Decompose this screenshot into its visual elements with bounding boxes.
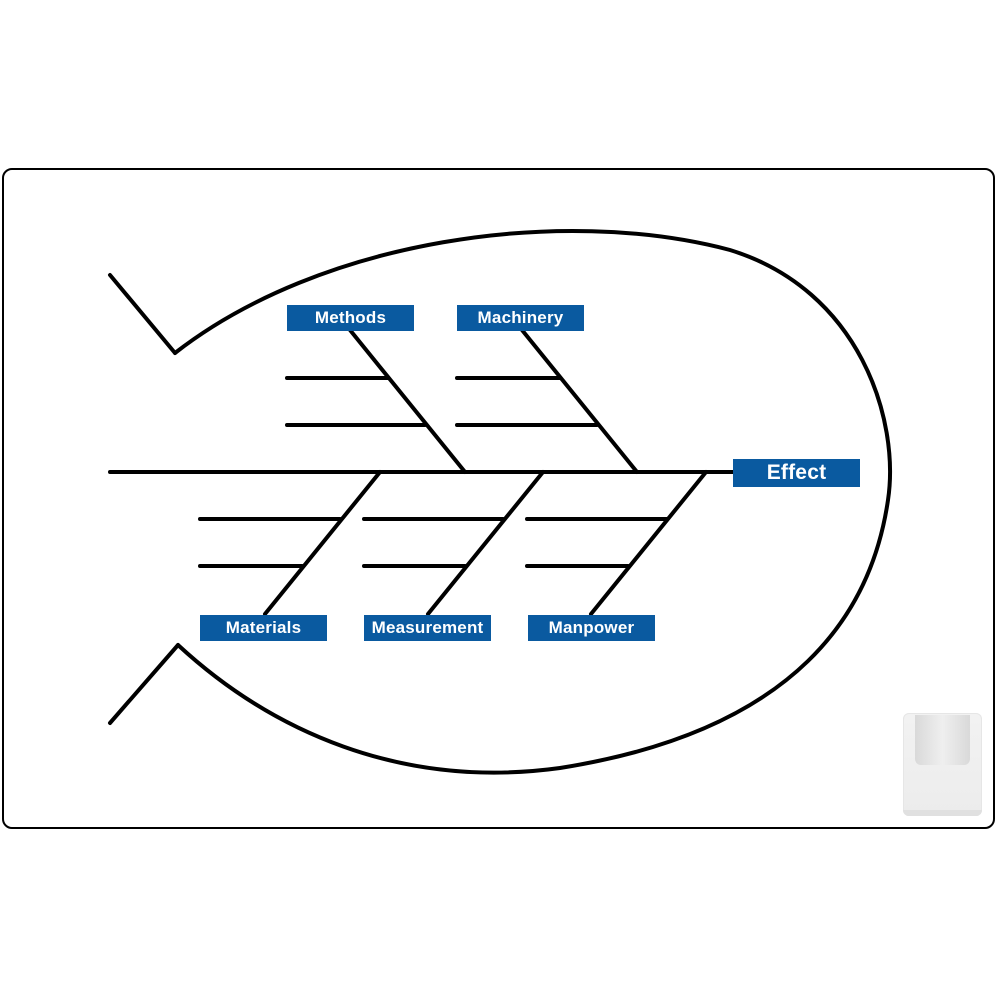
- whiteboard-frame: [2, 168, 995, 829]
- effect-label: Effect: [733, 459, 860, 487]
- fish-tail-bottom: [108, 643, 180, 725]
- bone-methods: [348, 328, 467, 474]
- bone-manpower: [589, 470, 708, 616]
- category-label-measurement: Measurement: [364, 615, 491, 641]
- bone-measurement: [426, 470, 545, 616]
- bone-materials: [263, 470, 382, 616]
- bone-machinery: [520, 328, 639, 474]
- fish-tail-top: [108, 273, 177, 355]
- category-label-machinery: Machinery: [457, 305, 584, 331]
- marker-tray: [903, 713, 982, 816]
- category-label-materials: Materials: [200, 615, 327, 641]
- marker-tray-cup: [915, 715, 970, 765]
- marker-tray-base: [903, 810, 982, 816]
- category-label-methods: Methods: [287, 305, 414, 331]
- category-label-manpower: Manpower: [528, 615, 655, 641]
- fish-body-outline: [173, 228, 893, 775]
